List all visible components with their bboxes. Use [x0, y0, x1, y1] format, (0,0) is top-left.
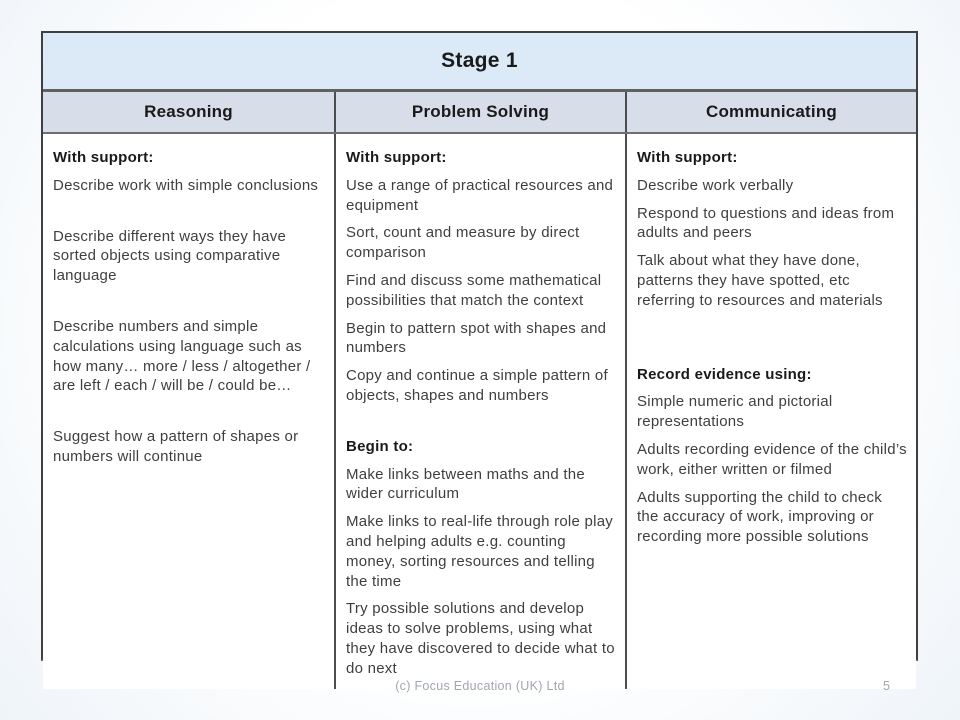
skill-item: Adults recording evidence of the child’s…: [637, 440, 907, 478]
column-header-reasoning: Reasoning: [144, 102, 233, 121]
skill-item: Describe work verbally: [637, 176, 794, 194]
skill-item: Copy and continue a simple pattern of ob…: [346, 367, 608, 404]
reasoning-cell: With support: Describe work with simple c…: [43, 134, 334, 689]
skill-item: Make links between maths and the wider c…: [346, 465, 585, 503]
section-heading: Begin to:: [346, 437, 414, 455]
page-number: 5: [883, 679, 890, 693]
section-heading: With support:: [346, 149, 447, 166]
skill-item: Sort, count and measure by direct compar…: [346, 224, 580, 262]
skill-item: Find and discuss some mathematical possi…: [346, 271, 602, 309]
section-heading: With support:: [637, 149, 738, 166]
skill-item: Make links to real-life through role pla…: [346, 513, 614, 590]
skill-item: Try possible solutions and develop ideas…: [346, 600, 615, 677]
skill-item: Simple numeric and pictorial representat…: [637, 393, 833, 431]
problem-solving-cell: With support: Use a range of practical re…: [334, 134, 625, 689]
skill-item: Begin to pattern spot with shapes and nu…: [346, 319, 607, 357]
section-heading: Record evidence using:: [637, 365, 812, 383]
table-title: Stage 1: [441, 49, 518, 72]
table-header-row: Reasoning Problem Solving Communicating: [43, 92, 916, 134]
skill-item: Describe work with simple conclusions: [53, 176, 319, 194]
column-header-communicating: Communicating: [625, 92, 916, 132]
column-header-problem-solving: Problem Solving: [334, 92, 625, 132]
skill-item: Suggest how a pattern of shapes or numbe…: [53, 428, 299, 465]
skill-item: Respond to questions and ideas from adul…: [637, 204, 895, 242]
skill-item: Describe numbers and simple calculations…: [53, 317, 311, 395]
footer-copyright: (c) Focus Education (UK) Ltd: [395, 679, 565, 693]
table-body-row: With support: Describe work with simple c…: [43, 134, 916, 689]
skill-item: Talk about what they have done, patterns…: [637, 252, 883, 309]
skill-item: Adults supporting the child to check the…: [637, 488, 882, 546]
table-title-row: Stage 1: [43, 33, 916, 92]
section-heading: With support:: [53, 149, 154, 166]
skill-item: Use a range of practical resources and e…: [346, 176, 614, 214]
stage-table: Stage 1 Reasoning Problem Solving Commun…: [41, 31, 918, 689]
skill-item: Describe different ways they have sorted…: [53, 227, 287, 285]
